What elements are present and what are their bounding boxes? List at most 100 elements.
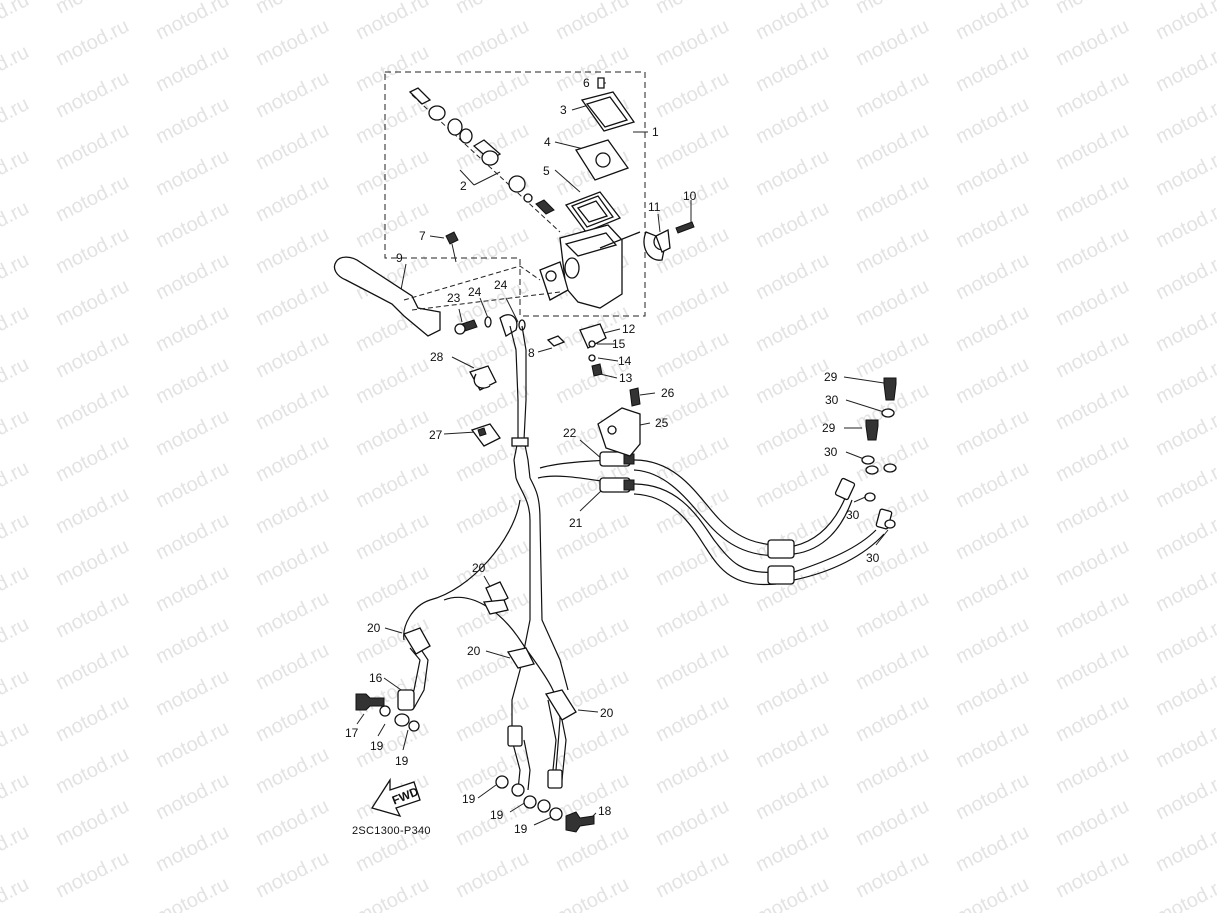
watermark-text: motod.ru	[152, 821, 232, 876]
right-lower-banjo	[495, 725, 595, 833]
watermark-text: motod.ru	[352, 665, 432, 720]
watermark-text: motod.ru	[652, 743, 732, 798]
watermark-text: motod.ru	[1152, 145, 1217, 200]
watermark-text: motod.ru	[1052, 431, 1132, 486]
watermark-text: motod.ru	[152, 561, 232, 616]
watermark-text: motod.ru	[352, 0, 432, 44]
watermark-text: motod.ru	[52, 535, 132, 590]
watermark-text: motod.ru	[152, 145, 232, 200]
callout-19e: 19	[514, 822, 528, 836]
watermark-text: motod.ru	[952, 41, 1032, 96]
watermark-text: motod.ru	[1052, 67, 1132, 122]
callout-22: 22	[563, 426, 577, 440]
watermark-text: motod.ru	[1052, 327, 1132, 382]
watermark-text: motod.ru	[752, 769, 832, 824]
watermark-text: motod.ru	[252, 171, 332, 226]
callout-8: 8	[528, 346, 535, 360]
watermark-text: motod.ru	[752, 301, 832, 356]
watermark-text: motod.ru	[852, 223, 932, 278]
watermark-text: motod.ru	[252, 587, 332, 642]
watermark-text: motod.ru	[652, 639, 732, 694]
master-cylinder-assembly-box	[384, 71, 646, 317]
watermark-text: motod.ru	[52, 691, 132, 746]
watermark-text: motod.ru	[1152, 301, 1217, 356]
watermark-text: motod.ru	[1052, 743, 1132, 798]
callout-29a: 29	[824, 370, 838, 384]
callout-9: 9	[396, 251, 403, 265]
left-lower-banjo	[355, 689, 420, 732]
watermark-text: motod.ru	[252, 639, 332, 694]
callout-30d: 30	[866, 551, 880, 565]
watermark-text: motod.ru	[252, 743, 332, 798]
watermark-text: motod.ru	[152, 0, 232, 44]
callout-11: 11	[648, 200, 661, 214]
watermark-text: motod.ru	[52, 587, 132, 642]
watermark-text: motod.ru	[1052, 847, 1132, 902]
watermark-text: motod.ru	[152, 249, 232, 304]
watermark-text: motod.ru	[852, 743, 932, 798]
callout-28: 28	[430, 350, 444, 364]
watermark-text: motod.ru	[452, 379, 532, 434]
lever-pivot-bolt	[445, 231, 459, 263]
watermark-text: motod.ru	[0, 821, 33, 876]
watermark-text: motod.ru	[752, 613, 832, 668]
watermark-text: motod.ru	[852, 587, 932, 642]
watermark-text: motod.ru	[752, 353, 832, 408]
watermark-text: motod.ru	[1152, 873, 1217, 913]
callout-13: 13	[619, 371, 633, 385]
watermark-text: motod.ru	[552, 509, 632, 564]
watermark-text: motod.ru	[752, 821, 832, 876]
watermark-text: motod.ru	[152, 769, 232, 824]
watermark-text: motod.ru	[352, 41, 432, 96]
watermark-text: motod.ru	[252, 379, 332, 434]
callout-5: 5	[543, 164, 550, 178]
watermark-text: motod.ru	[752, 717, 832, 772]
hose-holder-27	[470, 423, 501, 447]
watermark-text: motod.ru	[52, 119, 132, 174]
watermark-text: motod.ru	[752, 665, 832, 720]
watermark-text: motod.ru	[52, 431, 132, 486]
watermark-text: motod.ru	[852, 275, 932, 330]
watermark-text: motod.ru	[752, 249, 832, 304]
watermark-text: motod.ru	[0, 405, 33, 460]
watermark-text: motod.ru	[852, 119, 932, 174]
watermark-text: motod.ru	[152, 613, 232, 668]
callout-30b: 30	[824, 445, 838, 459]
watermark-text: motod.ru	[652, 535, 732, 590]
hose-bracket-25	[597, 387, 641, 457]
hose-junction-21-22	[599, 451, 635, 493]
watermark-text: motod.ru	[1152, 405, 1217, 460]
watermark-text: motod.ru	[1152, 769, 1217, 824]
watermark-text: motod.ru	[952, 93, 1032, 148]
watermark-text: motod.ru	[852, 847, 932, 902]
watermark-text: motod.ru	[952, 301, 1032, 356]
right-banjo-bolts	[861, 377, 897, 529]
watermark-text: motod.ru	[752, 457, 832, 512]
diagram-code: 2SC1300-P340	[352, 825, 431, 837]
callout-6: 6	[583, 76, 590, 90]
watermark-text: motod.ru	[252, 119, 332, 174]
watermark-text: motod.ru	[0, 197, 33, 252]
watermark-text: motod.ru	[152, 93, 232, 148]
watermark-text: motod.ru	[0, 769, 33, 824]
watermark-text: motod.ru	[552, 821, 632, 876]
watermark-text: motod.ru	[752, 145, 832, 200]
watermark-text: motod.ru	[52, 483, 132, 538]
watermark-text: motod.ru	[252, 847, 332, 902]
watermark-text: motod.ru	[852, 691, 932, 746]
watermark-text: motod.ru	[152, 353, 232, 408]
watermark-text: motod.ru	[852, 535, 932, 590]
callout-30a: 30	[825, 393, 839, 407]
callout-29b: 29	[822, 421, 836, 435]
watermark-text: motod.ru	[352, 561, 432, 616]
watermark-text: motod.ru	[252, 15, 332, 70]
watermark-text: motod.ru	[452, 535, 532, 590]
watermark-text: motod.ru	[1152, 457, 1217, 512]
watermark-text: motod.ru	[152, 301, 232, 356]
watermark-text: motod.ru	[0, 873, 33, 913]
watermark-text: motod.ru	[952, 405, 1032, 460]
watermark-text: motod.ru	[0, 353, 33, 408]
callout-20b: 20	[367, 621, 381, 635]
brake-lever	[333, 256, 561, 337]
